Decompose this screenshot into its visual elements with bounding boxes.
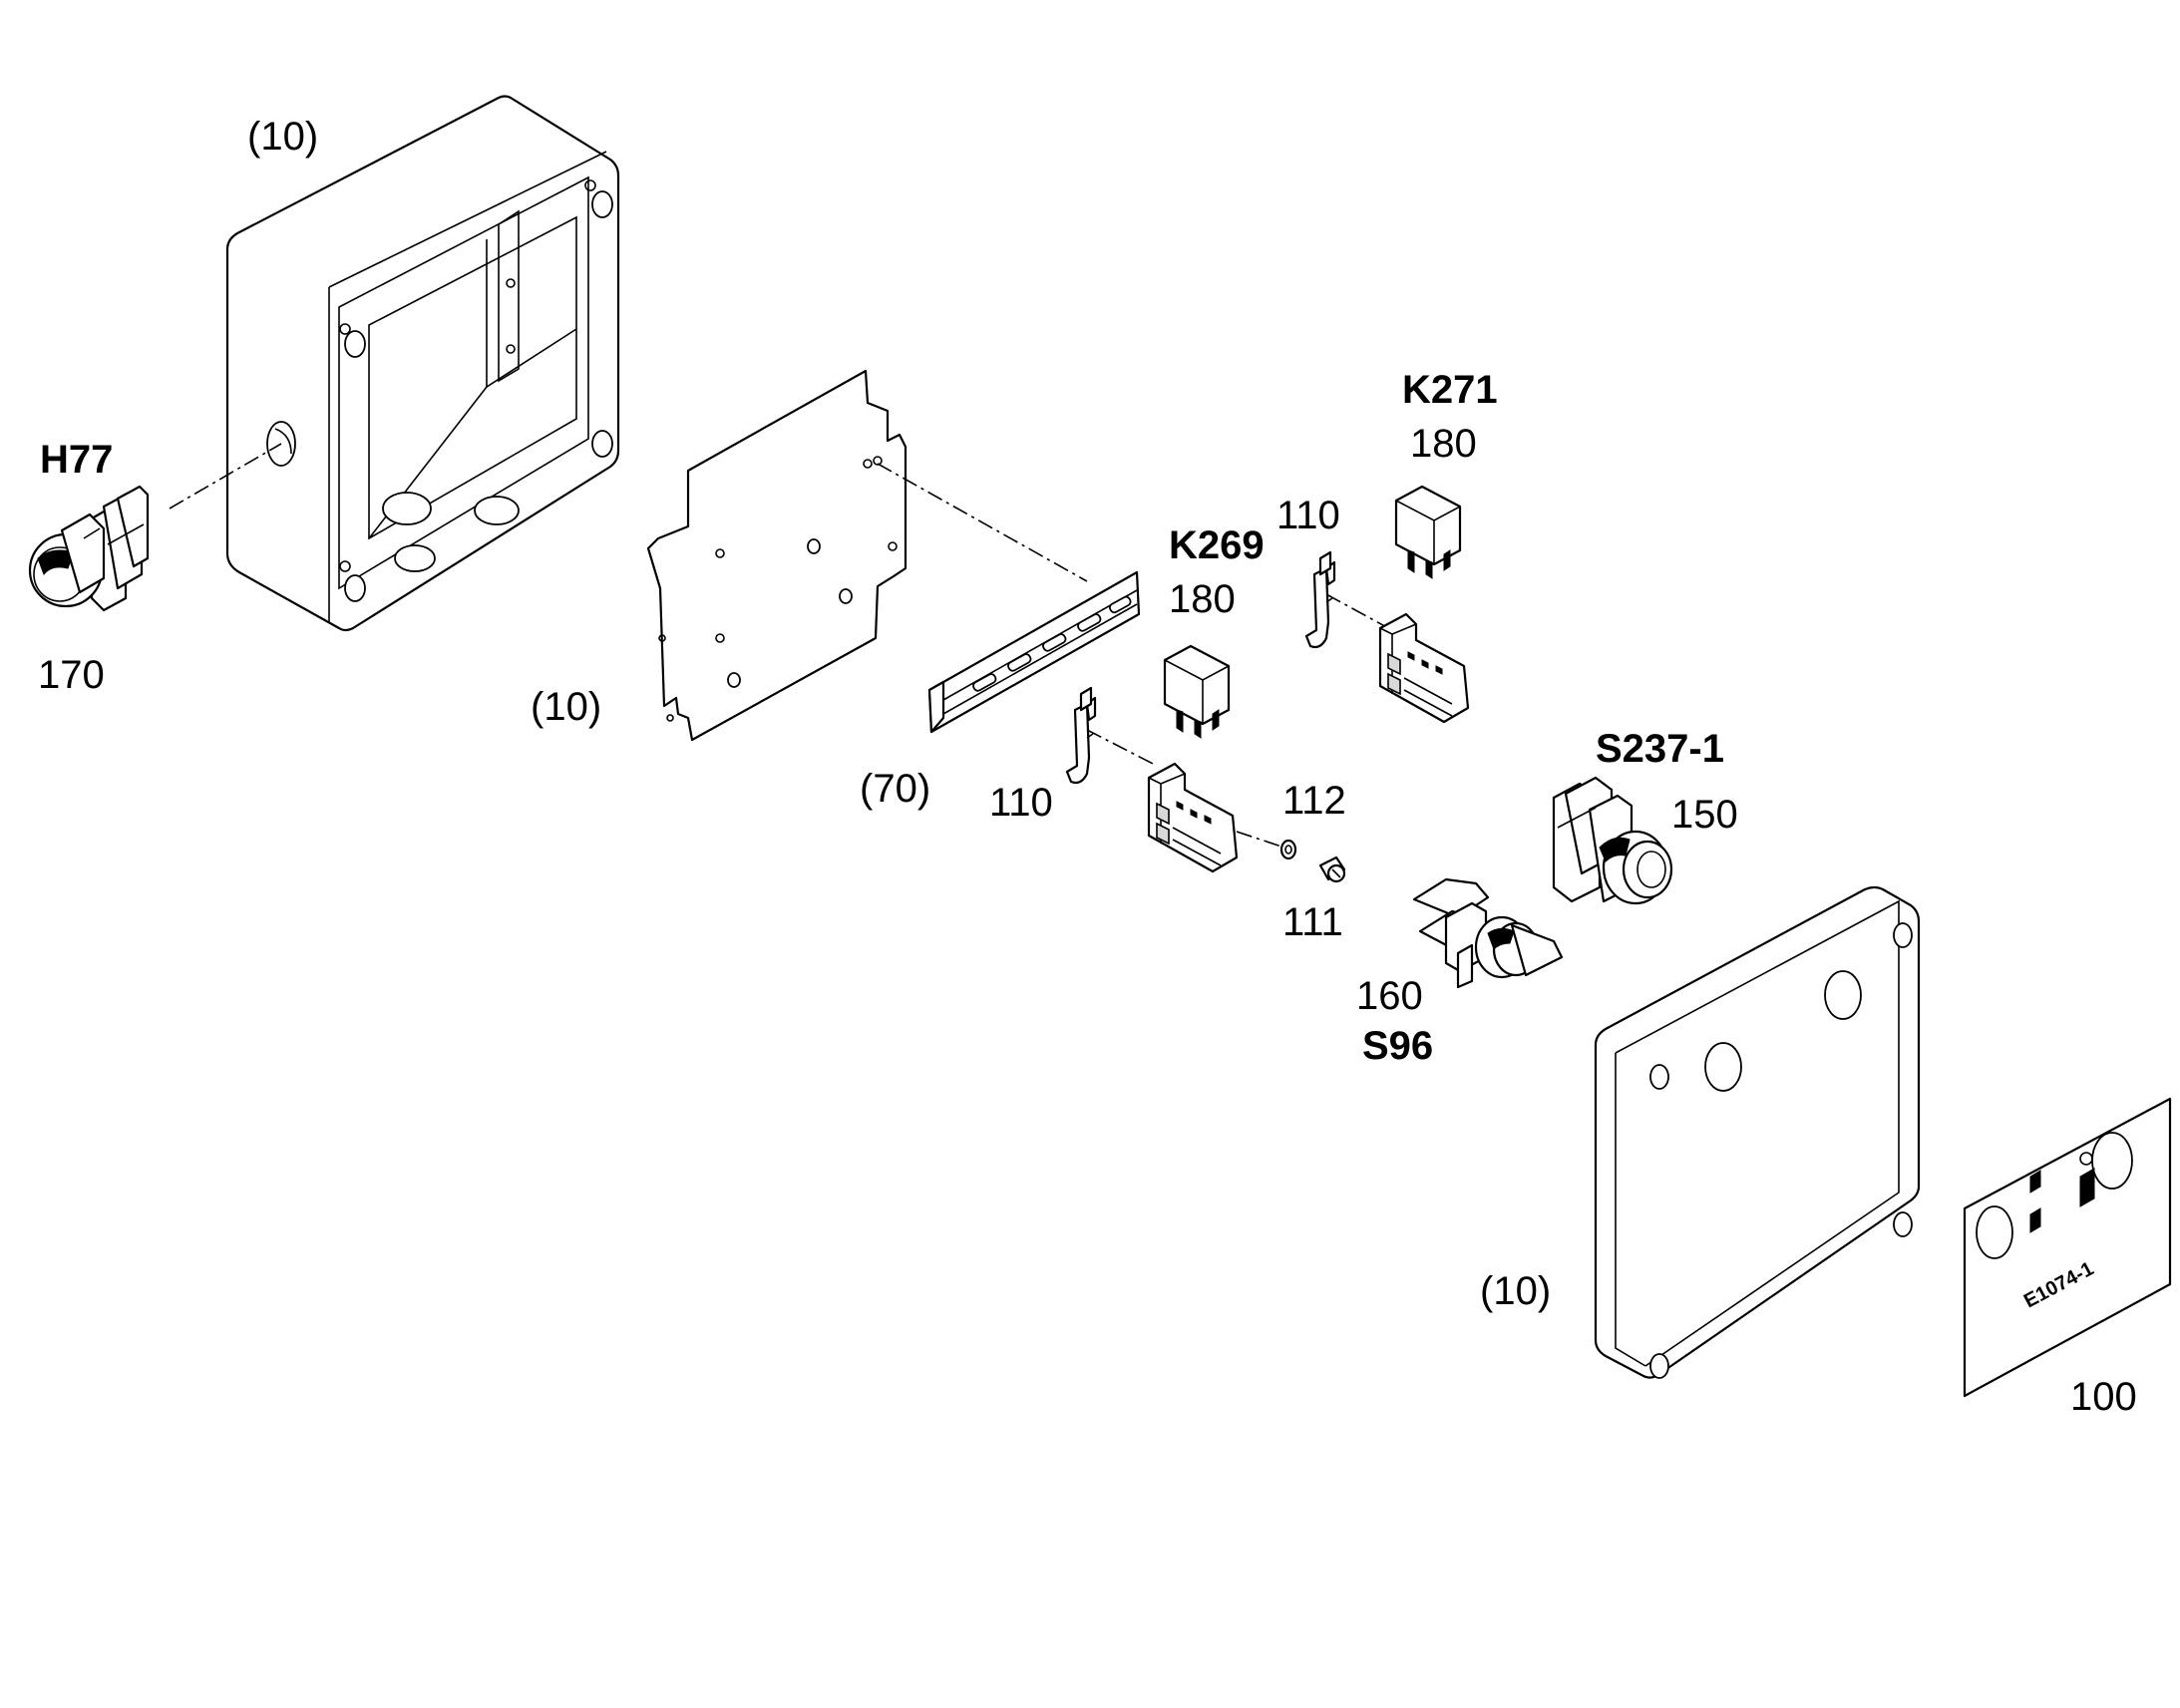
washer-position-label: 112 xyxy=(1282,779,1346,823)
leader-plate-rail xyxy=(877,463,1088,582)
din-rail-position-label: (70) xyxy=(860,767,930,811)
screw-icon xyxy=(1318,855,1346,883)
selector-switch-icon xyxy=(1412,877,1564,989)
k269-position-label: 180 xyxy=(1169,577,1236,621)
relay-socket-icon xyxy=(1378,612,1470,724)
pushbutton-icon xyxy=(1552,776,1673,905)
relay-icon xyxy=(1394,485,1462,579)
screw-position-label: 111 xyxy=(1282,900,1343,944)
leader-clip-lower xyxy=(1086,729,1158,767)
leader-h77 xyxy=(169,443,282,510)
retaining-clip-icon xyxy=(1304,550,1336,649)
clip-lower-position-label: 110 xyxy=(989,781,1053,825)
washer-icon xyxy=(1279,839,1297,860)
k271-reference-label: K271 xyxy=(1402,368,1498,412)
k269-reference-label: K269 xyxy=(1169,523,1265,567)
mounting-plate-icon xyxy=(646,369,908,742)
housing-position-label: (10) xyxy=(247,115,318,159)
retaining-clip-icon xyxy=(1065,686,1097,785)
s237-reference-label: S237-1 xyxy=(1596,727,1724,771)
mounting-plate-position-label: (10) xyxy=(531,685,601,729)
h77-position-label: 170 xyxy=(38,653,105,697)
pilot-light-icon xyxy=(28,485,150,612)
din-rail-icon xyxy=(927,570,1141,734)
label-plate-icon: E1074-1 xyxy=(1963,1097,2172,1398)
label-plate-position-label: 100 xyxy=(2070,1375,2137,1419)
enclosure-lid-icon xyxy=(1594,885,1921,1379)
s237-position-label: 150 xyxy=(1671,793,1738,837)
leader-clip-upper xyxy=(1325,593,1393,631)
s96-position-label: 160 xyxy=(1356,974,1423,1018)
k271-position-label: 180 xyxy=(1410,422,1477,466)
s96-reference-label: S96 xyxy=(1362,1024,1433,1068)
relay-icon xyxy=(1163,644,1231,739)
h77-reference-label: H77 xyxy=(40,438,113,482)
enclosure-housing-icon xyxy=(225,95,620,632)
clip-upper-position-label: 110 xyxy=(1276,494,1340,537)
lid-position-label: (10) xyxy=(1480,1269,1551,1313)
relay-socket-icon xyxy=(1147,762,1239,873)
leader-washer xyxy=(1236,831,1285,849)
